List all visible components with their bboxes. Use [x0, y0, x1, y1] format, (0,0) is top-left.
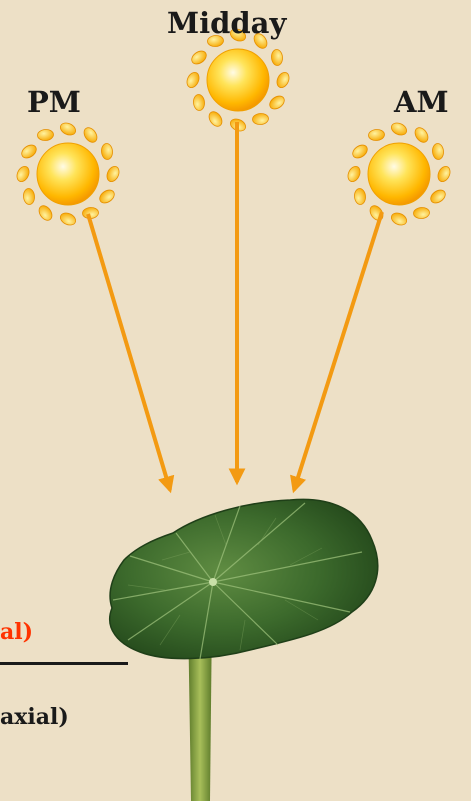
sun-core — [37, 143, 99, 205]
label-midday: Midday — [167, 9, 286, 38]
sun-core — [368, 143, 430, 205]
sun-ray — [58, 121, 77, 138]
side-text-lower: axial) — [0, 706, 69, 728]
sun-ray — [275, 70, 292, 89]
sun-ray — [15, 164, 32, 183]
sun-icon — [15, 121, 122, 228]
sun-ray — [101, 143, 113, 160]
sun-ray — [271, 49, 283, 66]
sun-icon — [185, 27, 292, 134]
sun-ray — [58, 211, 77, 228]
sun-ray — [23, 188, 35, 205]
sun-ray — [97, 187, 116, 205]
sun-ray — [389, 211, 408, 228]
sun-ray — [346, 164, 363, 183]
sun-ray — [81, 125, 99, 144]
sun-ray — [436, 164, 453, 183]
sun-core — [207, 49, 269, 111]
sun-icon — [346, 121, 453, 228]
sun-ray — [267, 93, 286, 111]
sun-ray — [432, 143, 444, 160]
label-am: AM — [394, 88, 449, 117]
sun-ray — [105, 164, 122, 183]
sun-ray — [185, 70, 202, 89]
sun-ray — [368, 129, 385, 141]
sun-ray — [36, 203, 54, 222]
arrow-pm — [88, 214, 170, 490]
sun-ray — [37, 129, 54, 141]
sun-ray — [193, 94, 205, 111]
arrow-am — [294, 212, 382, 490]
sun-ray — [412, 125, 430, 144]
sun-ray — [252, 113, 269, 125]
leaf-icon — [110, 499, 378, 659]
sun-ray — [413, 207, 430, 219]
sun-ray — [206, 109, 224, 128]
side-text-upper: al) — [0, 621, 33, 643]
label-pm: PM — [27, 88, 81, 117]
sun-ray — [19, 142, 38, 160]
divider-line — [0, 662, 128, 665]
sun-ray — [350, 142, 369, 160]
sun-ray — [389, 121, 408, 138]
sun-ray — [428, 187, 447, 205]
sun-ray — [354, 188, 366, 205]
sun-ray — [189, 48, 208, 66]
